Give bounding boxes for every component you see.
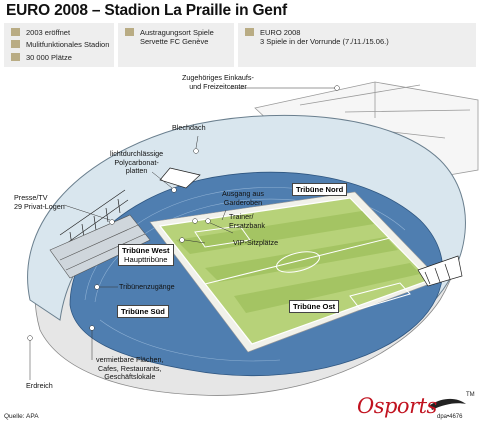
osports-logo: Osports (357, 394, 437, 418)
fact-multipurpose: Mulitfunktionales Stadion (26, 40, 110, 49)
fact-capacity: 30 000 Plätze (26, 53, 72, 62)
apa-code: dpa•4676 (437, 414, 463, 420)
info-box-venue: Austragungsort Spiele Servette FC Genève (118, 23, 234, 67)
roof-truss-west (59, 189, 129, 249)
label-access: Tribünenzugänge (119, 282, 175, 291)
venue-line-1: Austragungsort Spiele (140, 28, 214, 37)
bullet-icon (11, 40, 20, 48)
roof-truss-north (159, 167, 201, 189)
euro-line-1: EURO 2008 (260, 28, 301, 37)
pitch (158, 197, 432, 345)
stand-label-north: Tribüne Nord (292, 183, 348, 196)
trademark-mark: TM (466, 392, 475, 398)
label-roof: Blechdach (172, 123, 206, 132)
leader-lines (27, 85, 340, 380)
logo-swoosh (430, 398, 466, 410)
roof-truss-east (417, 255, 463, 287)
page-title: EURO 2008 – Stadion La Praille in Genf (6, 2, 287, 19)
stand-label-west: Tribüne West Haupttribüne (118, 244, 174, 266)
label-press: Presse/TV 29 Privat-Logen (14, 193, 65, 211)
label-polycarbonate: lichtdurchlässige Polycarbonat- platten (110, 149, 164, 176)
bullet-icon (11, 53, 20, 61)
source-credit: Quelle: APA (4, 413, 39, 420)
west-stand-structure (49, 214, 151, 279)
label-vip: VIP-Sitzplätze (233, 238, 279, 247)
label-shopping: Zugehöriges Einkaufs- und Freizeitcenter (182, 73, 254, 91)
euro-line-2: 3 Spiele in der Vorrunde (7./11./15.06.) (260, 37, 389, 46)
bullet-icon (245, 28, 254, 36)
fact-opened: 2003 eröffnet (26, 28, 71, 37)
label-exit: Ausgang aus Garderoben (222, 189, 264, 207)
stand-label-south: Tribüne Süd (117, 305, 169, 318)
venue-line-2: Servette FC Genève (140, 37, 209, 46)
info-box-euro: EURO 2008 3 Spiele in der Vorrunde (7./1… (238, 23, 476, 67)
label-ground: Erdreich (26, 381, 53, 390)
bullet-icon (11, 28, 20, 36)
label-trainer: Trainer/ Ersatzbank (229, 212, 265, 230)
info-box-facts: 2003 eröffnet Mulitfunktionales Stadion … (4, 23, 114, 67)
bullet-icon (125, 28, 134, 36)
stand-label-east: Tribüne Ost (289, 300, 340, 313)
label-rental: vermietbare Flächen, Cafes, Restaurants,… (96, 355, 164, 382)
